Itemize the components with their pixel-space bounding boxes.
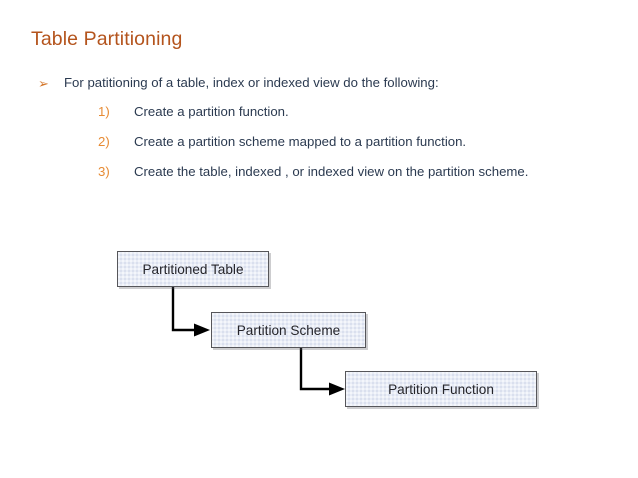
bullet-level1-label: For patitioning of a table, index or ind… [64,75,439,90]
bullet-list: ➢ For patitioning of a table, index or i… [38,74,598,192]
flowchart-node-partition-scheme[interactable]: Partition Scheme [211,312,366,348]
list-item-label: Create a partition scheme mapped to a pa… [134,134,467,149]
list-item: 2) Create a partition scheme mapped to a… [98,132,598,151]
list-item-number: 3) [98,164,110,179]
list-item: 3) Create the table, indexed , or indexe… [98,162,598,181]
connector-table-to-scheme [171,287,196,332]
arrowhead-scheme-to-function [329,382,345,396]
flowchart-node-label: Partition Scheme [236,322,341,338]
list-item-label: Create a partition function. [134,104,289,119]
connector-scheme-to-function [299,348,331,391]
list-item-number: 2) [98,134,110,149]
flowchart-node-partitioned-table[interactable]: Partitioned Table [117,251,269,287]
page-title: Table Partitioning [31,28,183,50]
numbered-list: 1) Create a partition function. 2) Creat… [38,102,598,181]
list-item-number: 1) [98,104,110,119]
list-item: 1) Create a partition function. [98,102,598,121]
bullet-level1-item: ➢ For patitioning of a table, index or i… [38,74,598,93]
flowchart-node-partition-function[interactable]: Partition Function [345,371,537,407]
arrowhead-table-to-scheme [194,323,210,337]
flowchart-node-label: Partition Function [388,381,494,397]
arrow-bullet-icon: ➢ [38,76,49,91]
list-item-label: Create the table, indexed , or indexed v… [134,164,529,179]
flowchart-node-label: Partitioned Table [142,261,244,277]
